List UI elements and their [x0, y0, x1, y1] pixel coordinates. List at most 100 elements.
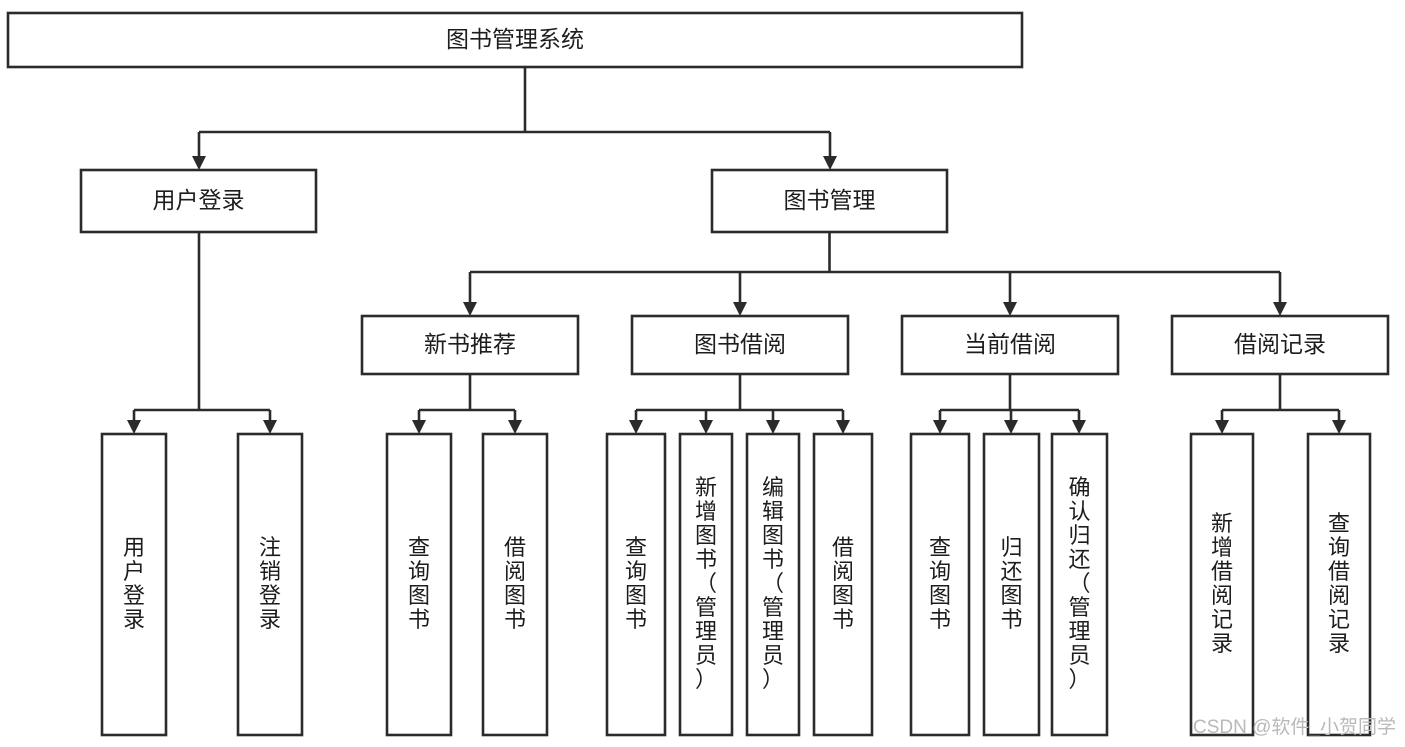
node-box[interactable] [481, 432, 549, 737]
node-label: 询 [625, 559, 647, 584]
node-label: 登 [123, 583, 145, 608]
node-box[interactable] [900, 314, 1120, 376]
node-label: 用 [123, 535, 145, 560]
node-box[interactable] [1306, 432, 1372, 737]
node-box[interactable] [605, 432, 667, 737]
node-label: 书 [929, 607, 951, 632]
node-box[interactable] [385, 432, 453, 737]
node-label: 员 [695, 643, 717, 668]
node-label: 增 [1211, 535, 1233, 560]
node-label: 录 [123, 607, 145, 632]
node-label: 还 [1000, 559, 1022, 584]
arrow-head-icon [823, 156, 837, 170]
node-label: 归 [1000, 535, 1022, 560]
node-leaf-user-login[interactable]: 用户登录 [100, 432, 168, 737]
node-current-borrow[interactable]: 当前借阅 [900, 314, 1120, 376]
arrow-head-icon [1004, 420, 1018, 434]
node-label: 查 [408, 535, 430, 560]
node-label: 员 [1068, 643, 1090, 668]
node-label: 阅 [1328, 583, 1350, 608]
node-label: 户 [123, 559, 145, 584]
node-box[interactable] [360, 314, 580, 376]
node-label: 登 [259, 583, 281, 608]
connectors-layer [127, 67, 1346, 434]
arrow-head-icon [836, 420, 850, 434]
node-label: 图 [408, 583, 430, 608]
node-label: 图 [695, 523, 717, 548]
node-box[interactable] [1170, 314, 1390, 376]
node-box[interactable] [1050, 432, 1109, 737]
node-label: （ [695, 571, 717, 596]
node-label: 录 [1328, 631, 1350, 656]
arrow-head-icon [1072, 420, 1086, 434]
node-label: 图 [762, 523, 784, 548]
node-box[interactable] [100, 432, 168, 737]
node-label: ） [762, 667, 784, 692]
node-label: 书 [625, 607, 647, 632]
node-box[interactable] [1189, 432, 1255, 737]
node-label: 录 [259, 607, 281, 632]
arrow-head-icon [1273, 302, 1287, 316]
node-label: 图 [1000, 583, 1022, 608]
node-label: 图 [504, 583, 526, 608]
arrow-head-icon [412, 420, 426, 434]
node-box[interactable] [745, 432, 801, 737]
nodes-layer: 图书管理系统用户登录图书管理新书推荐图书借阅当前借阅借阅记录用户登录注销登录查询… [6, 11, 1390, 737]
arrow-head-icon [263, 420, 277, 434]
node-label: 新书推荐 [424, 331, 516, 357]
node-box[interactable] [79, 168, 318, 234]
node-new-book-recommend[interactable]: 新书推荐 [360, 314, 580, 376]
node-box[interactable] [6, 11, 1024, 69]
node-label: 注 [259, 535, 281, 560]
node-label: 阅 [504, 559, 526, 584]
node-user-login[interactable]: 用户登录 [79, 168, 318, 234]
node-label: 记 [1328, 607, 1350, 632]
node-box[interactable] [678, 432, 734, 737]
node-label: 新 [695, 475, 717, 500]
node-label: ） [1068, 667, 1090, 692]
node-box[interactable] [812, 432, 874, 737]
node-label: 理 [1068, 619, 1090, 644]
node-box[interactable] [236, 432, 304, 737]
node-label: 书 [504, 607, 526, 632]
node-label: 管 [695, 595, 717, 620]
node-box[interactable] [630, 314, 850, 376]
node-label: 书 [695, 547, 717, 572]
node-label: 编 [762, 475, 784, 500]
node-label: 员 [762, 643, 784, 668]
node-label: 图书管理系统 [446, 26, 584, 52]
arrow-head-icon [766, 420, 780, 434]
node-label: 阅 [832, 559, 854, 584]
node-root-system[interactable]: 图书管理系统 [6, 11, 1024, 69]
node-label: 借 [1328, 559, 1350, 584]
node-label: 询 [408, 559, 430, 584]
node-label: 书 [1000, 607, 1022, 632]
node-box[interactable] [909, 432, 971, 737]
node-label: 图 [832, 583, 854, 608]
node-label: 查 [625, 535, 647, 560]
node-book-borrow[interactable]: 图书借阅 [630, 314, 850, 376]
node-book-manage[interactable]: 图书管理 [710, 168, 949, 234]
arrow-head-icon [1332, 420, 1346, 434]
node-label: 借 [832, 535, 854, 560]
node-label: （ [1068, 571, 1090, 596]
arrow-head-icon [733, 302, 747, 316]
node-box[interactable] [710, 168, 949, 234]
node-label: 管 [1068, 595, 1090, 620]
node-borrow-record[interactable]: 借阅记录 [1170, 314, 1390, 376]
node-label: 书 [832, 607, 854, 632]
node-box[interactable] [982, 432, 1041, 737]
